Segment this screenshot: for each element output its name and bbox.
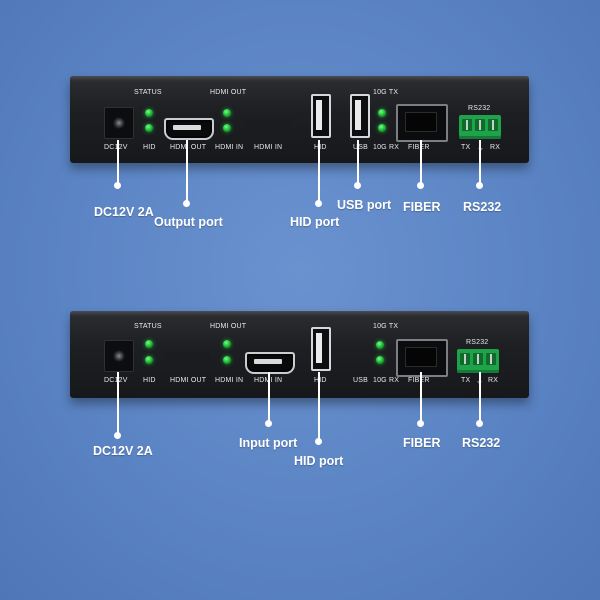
hdmi-in-led-label: HDMI IN xyxy=(215,377,244,384)
callout-rs232: RS232 xyxy=(463,200,502,214)
hdmi-out-led xyxy=(223,340,231,348)
status-led xyxy=(145,109,153,117)
callout-line-rs232 xyxy=(479,372,481,422)
status-led xyxy=(145,340,153,348)
hdmi-out-led xyxy=(223,109,231,117)
rs232-label: RS232 xyxy=(466,339,489,346)
rx-10g-led xyxy=(378,124,386,132)
callout-input-port: Input port xyxy=(239,436,298,450)
callout-rs232: RS232 xyxy=(462,436,501,450)
callout-dot-dc xyxy=(114,432,121,439)
callout-usb-port: USB port xyxy=(337,198,392,212)
callout-dot-rs232 xyxy=(476,182,483,189)
hid-led xyxy=(145,356,153,364)
callout-line-fiber xyxy=(420,372,422,422)
usb-label: USB xyxy=(353,144,368,151)
hid-usb-port xyxy=(311,327,331,371)
hdmi-out-led-header: HDMI OUT xyxy=(210,323,247,330)
callout-line-hid xyxy=(318,140,320,202)
callout-dot-rs232 xyxy=(476,420,483,427)
callout-hid-port: HID port xyxy=(294,454,344,468)
tx-10g-label: 10G TX xyxy=(373,89,399,96)
callout-dot-usb xyxy=(354,182,361,189)
callout-line-dc xyxy=(117,372,119,436)
callout-dot-fiber xyxy=(417,182,424,189)
callout-hid-port: HID port xyxy=(290,215,340,229)
rs232-tx-label: TX xyxy=(461,377,471,384)
status-label: STATUS xyxy=(134,323,162,330)
fiber-sfp-port xyxy=(396,339,448,377)
usb-label: USB xyxy=(353,377,368,384)
tx-10g-led xyxy=(376,341,384,349)
hdmi-out-label: HDMI OUT xyxy=(170,377,207,384)
rs232-tx-label: TX xyxy=(461,144,471,151)
fiber-label: FIBER xyxy=(408,377,430,384)
callout-line-output xyxy=(186,140,188,202)
callout-line-rs232 xyxy=(479,140,481,184)
hdmi-in-label: HDMI IN xyxy=(254,144,283,151)
tx-10g-label: 10G TX xyxy=(373,323,399,330)
rx-10g-label: 10G RX xyxy=(373,377,400,384)
rs232-rx-label: RX xyxy=(490,144,501,151)
rs232-terminal-block xyxy=(457,349,499,373)
dc12v-label: DC12V xyxy=(104,144,128,151)
callout-fiber: FIBER xyxy=(403,436,441,450)
chassis-bottom-unit xyxy=(70,311,529,398)
hdmi-out-label: HDMI OUT xyxy=(170,144,207,151)
hdmi-in-led-label: HDMI IN xyxy=(215,144,244,151)
rs232-rx-label: RX xyxy=(488,377,499,384)
hid-led xyxy=(145,124,153,132)
chassis-top-edge xyxy=(70,76,529,81)
callout-dot-input xyxy=(265,420,272,427)
hdmi-in-port-blank xyxy=(245,118,291,136)
rs232-terminal-block xyxy=(459,115,501,139)
callout-dc: DC12V 2A xyxy=(93,444,153,458)
callout-dot-hid xyxy=(315,200,322,207)
callout-line-input xyxy=(268,372,270,422)
rx-10g-label: 10G RX xyxy=(373,144,400,151)
dc12v-label: DC12V xyxy=(104,377,128,384)
callout-fiber: FIBER xyxy=(403,200,441,214)
callout-dot-output xyxy=(183,200,190,207)
hdmi-out-led-header: HDMI OUT xyxy=(210,89,247,96)
dc-power-jack xyxy=(104,107,134,139)
hid-usb-port xyxy=(311,94,331,138)
callout-line-dc xyxy=(117,140,119,184)
callout-output-port: Output port xyxy=(154,215,223,229)
chassis-bottom-edge xyxy=(70,311,529,316)
chassis-top-unit xyxy=(70,76,529,163)
callout-line-fiber xyxy=(420,140,422,184)
status-label: STATUS xyxy=(134,89,162,96)
hdmi-out-port xyxy=(164,118,214,140)
fiber-label: FIBER xyxy=(408,144,430,151)
dc-power-jack xyxy=(104,340,134,372)
rs232-label: RS232 xyxy=(468,105,491,112)
callout-dot-fiber xyxy=(417,420,424,427)
hdmi-in-port xyxy=(245,352,295,374)
usb-port xyxy=(350,94,370,138)
callout-dc: DC12V 2A xyxy=(94,205,154,219)
callout-dot-dc xyxy=(114,182,121,189)
hdmi-in-led xyxy=(223,124,231,132)
hid-led-label: HID xyxy=(143,144,156,151)
tx-10g-led xyxy=(378,109,386,117)
hdmi-out-port-blank xyxy=(164,352,210,370)
rx-10g-led xyxy=(376,356,384,364)
callout-line-usb xyxy=(357,140,359,184)
callout-line-hid xyxy=(318,372,320,440)
hid-port-label: HID xyxy=(314,144,327,151)
hdmi-in-led xyxy=(223,356,231,364)
hid-port-label: HID xyxy=(314,377,327,384)
callout-dot-hid xyxy=(315,438,322,445)
fiber-sfp-port xyxy=(396,104,448,142)
hid-led-label: HID xyxy=(143,377,156,384)
